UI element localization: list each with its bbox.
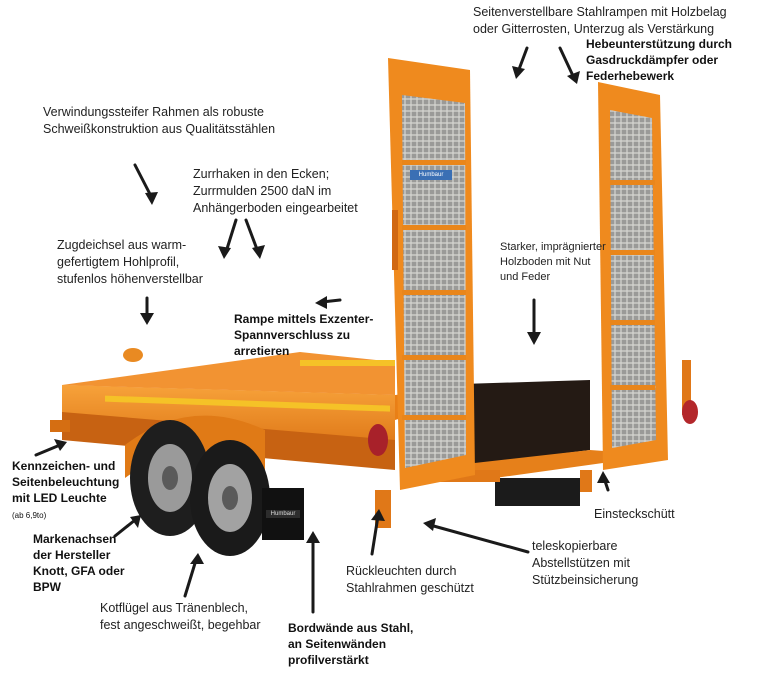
label-kotfluegel: Kotflügel aus Tränenblech, fest angeschw…: [100, 601, 261, 632]
label-markenachsen: Markenachsen der Hersteller Knott, GFA o…: [33, 532, 125, 594]
mud-flap: [262, 488, 304, 540]
brand-badge-ramp: Humbaur: [418, 172, 444, 178]
label-zugdeichsel: Zugdeichsel aus warm- gefertigtem Hohlpr…: [57, 238, 203, 286]
label-einsteckschuett: Einsteckschütt: [594, 507, 675, 521]
label-teleskopierbar: teleskopierbare Abstellstützen mit Stütz…: [532, 539, 639, 587]
label-rueckleuchten: Rückleuchten durch Stahlrahmen geschützt: [346, 564, 474, 595]
label-zurrhaken: Zurrhaken in den Ecken; Zurrmulden 2500 …: [193, 167, 358, 215]
left-ramp: [388, 58, 475, 490]
arrow-zurr-2: [244, 218, 260, 254]
label-seitenverstellbare-rampen: Seitenverstellbare Stahlrampen mit Holzb…: [473, 5, 727, 36]
annotation-arrows: [34, 46, 610, 614]
right-ramp: [598, 82, 698, 470]
arrow-marken: [113, 518, 137, 538]
arrow-kennzeichen: [34, 443, 62, 457]
label-kennzeichen-group: Kennzeichen- und Seitenbeleuchtung mit L…: [12, 458, 119, 524]
arrow-heads: [54, 66, 610, 564]
arrow-hebe: [558, 46, 576, 80]
arrow-teleskop: [428, 523, 530, 554]
trailer-body: [50, 348, 430, 470]
label-kennzeichen: Kennzeichen- und Seitenbeleuchtung mit L…: [12, 459, 120, 505]
support-leg-right: [580, 470, 592, 492]
label-kennzeichen-note: (ab 6,9to): [12, 511, 47, 520]
arrow-kotfluegel: [183, 558, 198, 598]
arrow-rahmen: [133, 163, 154, 200]
arrow-rueck: [370, 514, 380, 556]
wheel-front: [130, 420, 210, 536]
rear-light: [368, 424, 388, 456]
label-rampe-exzenter: Rampe mittels Exzenter- Spannverschluss …: [234, 312, 374, 358]
label-rahmen: Verwindungssteifer Rahmen als robuste Sc…: [43, 105, 276, 136]
arrow-zurr-1: [224, 218, 238, 254]
label-holzboden: Starker, imprägnierter Holzboden mit Nut…: [500, 241, 606, 283]
brand-badge-flap: Humbaur: [270, 511, 296, 517]
label-hebeunterstuetzung: Hebeunterstützung durch Gasdruckdämpfer …: [586, 37, 732, 83]
wheel-rear: [190, 440, 270, 556]
label-bordwaende: Bordwände aus Stahl, an Seitenwänden pro…: [288, 621, 414, 667]
